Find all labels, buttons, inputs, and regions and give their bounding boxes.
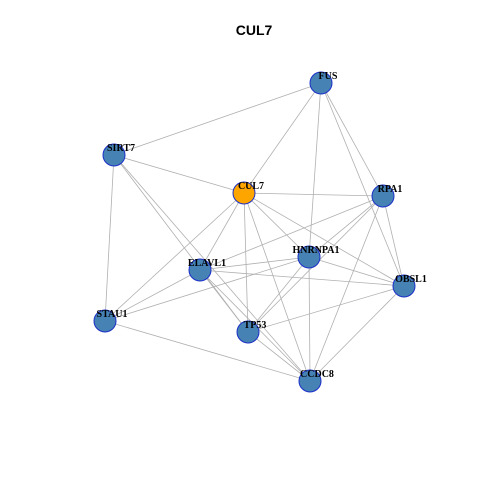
- edge-hnrnpa1-obsl1: [308, 256, 405, 287]
- edge-hnrnpa1-tp53: [247, 256, 310, 333]
- edge-hnrnpa1-stau1: [104, 256, 310, 322]
- edge-elavl1-tp53: [199, 269, 249, 333]
- edge-rpa1-hnrnpa1: [308, 195, 384, 258]
- edge-fus-cul7: [243, 82, 322, 194]
- node-tp53[interactable]: [236, 320, 260, 344]
- edge-fus-hnrnpa1: [308, 82, 322, 258]
- edge-cul7-stau1: [104, 192, 245, 322]
- edge-cul7-tp53: [243, 192, 249, 333]
- node-label-cul7: CUL7: [238, 181, 264, 192]
- node-label-hnrnpa1: HNRNPA1: [292, 245, 339, 256]
- node-rpa1[interactable]: [371, 184, 395, 208]
- node-label-obsl1: OBSL1: [395, 274, 427, 285]
- node-label-fus: FUS: [319, 71, 338, 82]
- node-label-sirt7: SIRT7: [107, 143, 135, 154]
- edge-cul7-hnrnpa1: [243, 192, 310, 258]
- diagram-title: CUL7: [236, 22, 273, 38]
- edge-sirt7-cul7: [113, 154, 245, 194]
- node-stau1[interactable]: [93, 309, 117, 333]
- node-cul7[interactable]: [232, 181, 256, 205]
- edge-elavl1-obsl1: [199, 269, 405, 287]
- node-layer: [93, 71, 416, 393]
- edge-obsl1-ccdc8: [309, 285, 405, 382]
- edge-sirt7-stau1: [104, 154, 115, 322]
- edge-fus-sirt7: [113, 82, 322, 156]
- edge-cul7-elavl1: [199, 192, 245, 271]
- edge-hnrnpa1-ccdc8: [308, 256, 311, 382]
- edge-cul7-obsl1: [243, 192, 405, 287]
- edge-obsl1-tp53: [247, 285, 405, 333]
- edge-stau1-ccdc8: [104, 320, 311, 382]
- edge-rpa1-ccdc8: [309, 195, 384, 382]
- edge-cul7-rpa1: [243, 192, 384, 197]
- edge-sirt7-ccdc8: [113, 154, 311, 382]
- edge-fus-obsl1: [320, 82, 405, 287]
- edge-rpa1-elavl1: [199, 195, 384, 271]
- edge-cul7-ccdc8: [243, 192, 311, 382]
- edge-layer: [104, 82, 405, 382]
- node-label-ccdc8: CCDC8: [300, 369, 334, 380]
- node-ccdc8[interactable]: [298, 369, 322, 393]
- node-hnrnpa1[interactable]: [297, 245, 321, 269]
- node-label-elavl1: ELAVL1: [188, 258, 226, 269]
- node-label-tp53: TP53: [244, 320, 267, 331]
- node-label-rpa1: RPA1: [378, 184, 403, 195]
- node-fus[interactable]: [309, 71, 333, 95]
- node-sirt7[interactable]: [102, 143, 126, 167]
- node-obsl1[interactable]: [392, 274, 416, 298]
- node-elavl1[interactable]: [188, 258, 212, 282]
- edge-elavl1-stau1: [104, 269, 201, 322]
- edge-tp53-ccdc8: [247, 331, 311, 382]
- edge-hnrnpa1-elavl1: [199, 256, 310, 271]
- edge-rpa1-obsl1: [382, 195, 405, 287]
- edge-fus-rpa1: [320, 82, 384, 197]
- node-label-stau1: STAU1: [97, 309, 128, 320]
